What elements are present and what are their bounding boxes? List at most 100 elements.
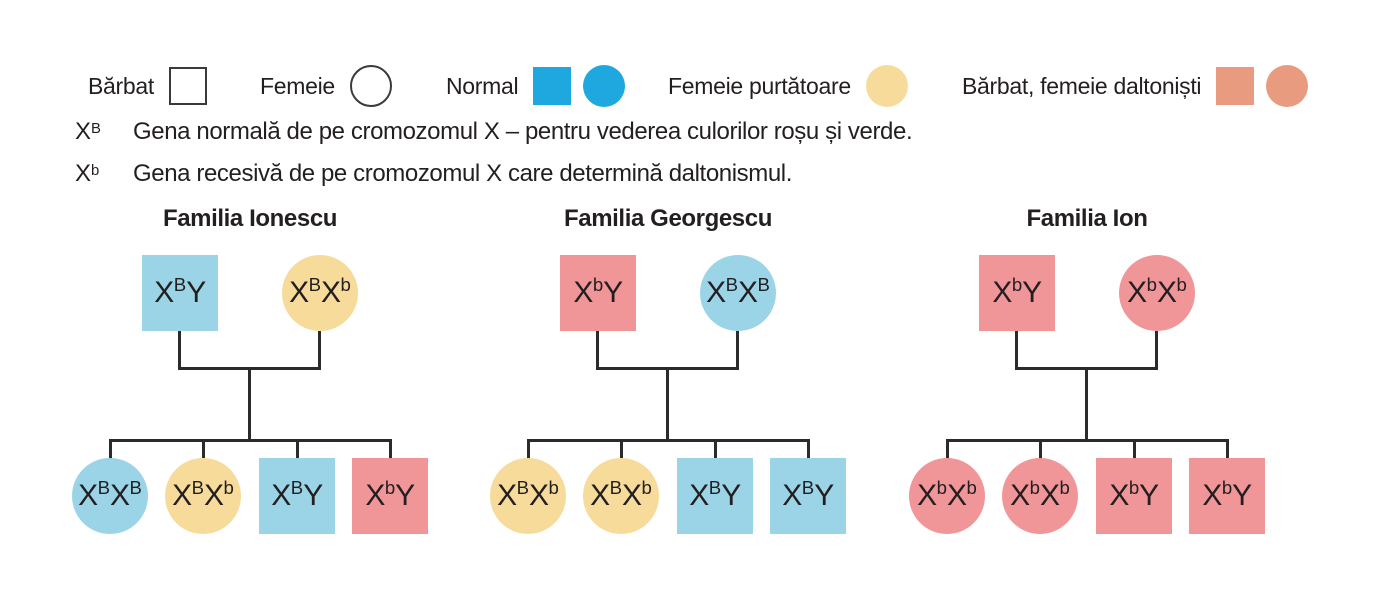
allele-superscript: b: [1146, 274, 1157, 296]
connector-line: [1085, 367, 1088, 442]
connector-line: [527, 439, 530, 460]
allele-superscript: B: [609, 477, 623, 499]
allele-superscript: B: [516, 477, 530, 499]
allele-superscript: b: [340, 274, 351, 296]
legend-shapes: [168, 67, 207, 105]
connector-line: [202, 439, 205, 460]
legend-shapes: [865, 65, 908, 107]
allele-superscript: b: [966, 477, 977, 499]
family-title: Familia Georgescu: [564, 205, 772, 232]
connector-line: [1226, 439, 1229, 460]
connector-line: [248, 367, 251, 442]
allele-superscript: b: [223, 477, 234, 499]
connector-line: [109, 439, 391, 442]
connector-line: [318, 331, 321, 370]
gene-symbol: Xb: [75, 160, 100, 187]
allele-superscript: B: [173, 274, 187, 296]
connector-line: [1133, 439, 1136, 460]
normal-female-icon: [583, 65, 626, 107]
connector-line: [620, 439, 623, 460]
allele-superscript: b: [1176, 274, 1187, 296]
allele-superscript: B: [290, 477, 304, 499]
connector-line: [946, 439, 949, 460]
allele-superscript: b: [91, 162, 100, 179]
legend-shapes: [533, 65, 626, 107]
allele-superscript: b: [936, 477, 947, 499]
allele-superscript: b: [1221, 477, 1233, 499]
allele-superscript: b: [1128, 477, 1140, 499]
allele-superscript: B: [757, 274, 770, 296]
connector-line: [109, 439, 112, 460]
allele-superscript: b: [1029, 477, 1040, 499]
family-title: Familia Ion: [1026, 205, 1148, 232]
allele-superscript: B: [97, 477, 110, 499]
connector-line: [666, 367, 669, 442]
allele-superscript: B: [725, 274, 738, 296]
allele-superscript: B: [708, 477, 722, 499]
legend-item-femeie: Femeie: [260, 64, 392, 108]
allele-superscript: B: [308, 274, 322, 296]
allele-superscript: b: [1011, 274, 1023, 296]
connector-line: [389, 439, 392, 460]
allele-superscript: B: [191, 477, 205, 499]
connector-line: [1155, 331, 1158, 370]
connector-line: [527, 439, 809, 442]
gene-note-recessive: Xb Gena recesivă de pe cromozomul X care…: [0, 160, 1373, 190]
legend-label: Normal: [446, 72, 519, 99]
connector-line: [807, 439, 810, 460]
connector-line: [1039, 439, 1042, 460]
connector-line: [296, 439, 299, 460]
connector-line: [714, 439, 717, 460]
gene-description: Gena normală de pe cromozomul X – pentru…: [133, 118, 913, 145]
legend-label: Femeie: [260, 72, 335, 99]
colorblind-male-icon: [1216, 67, 1255, 105]
allele-superscript: B: [129, 477, 142, 499]
legend-label: Bărbat: [88, 72, 154, 99]
connector-line: [1015, 331, 1018, 370]
colorblind-female-icon: [1266, 65, 1309, 107]
normal-male-icon: [533, 67, 572, 105]
gene-note-dominant: XB Gena normală de pe cromozomul X – pen…: [0, 118, 1373, 148]
allele-superscript: b: [384, 477, 396, 499]
legend-shapes: [349, 65, 392, 107]
legend-item-normal: Normal: [446, 64, 626, 108]
legend-label: Bărbat, femeie daltoniști: [962, 72, 1202, 99]
carrier-female-icon: [865, 65, 908, 107]
legend-item-barbat: Bărbat: [88, 64, 207, 108]
male-square-icon: [168, 67, 207, 105]
family-title: Familia Ionescu: [162, 205, 338, 232]
connector-line: [178, 331, 181, 370]
legend-label: Femeie purtătoare: [668, 72, 851, 99]
allele-superscript: B: [91, 120, 101, 137]
allele-superscript: b: [548, 477, 559, 499]
allele-superscript: b: [1059, 477, 1070, 499]
connector-line: [596, 331, 599, 370]
allele-superscript: b: [592, 274, 604, 296]
female-circle-icon: [349, 65, 392, 107]
connector-line: [736, 331, 739, 370]
gene-description: Gena recesivă de pe cromozomul X care de…: [133, 160, 792, 187]
allele-superscript: b: [641, 477, 652, 499]
legend-item-purtatoare: Femeie purtătoare: [668, 64, 908, 108]
gene-symbol: XB: [75, 118, 101, 145]
